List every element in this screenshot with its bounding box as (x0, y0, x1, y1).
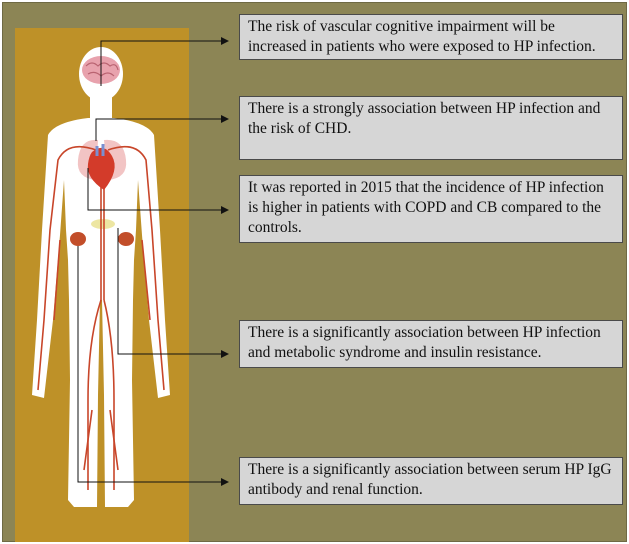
callout-metabolic-syndrome: There is a significantly association bet… (239, 320, 623, 368)
liver-icon (91, 219, 115, 229)
callout-cognitive-impairment: The risk of vascular cognitive impairmen… (239, 14, 623, 60)
callout-chd: There is a strongly association between … (239, 96, 623, 160)
callout-renal-function: There is a significantly association bet… (239, 457, 623, 505)
connector-arrowheads (221, 37, 229, 486)
callout-copd: It was reported in 2015 that the inciden… (239, 175, 623, 243)
